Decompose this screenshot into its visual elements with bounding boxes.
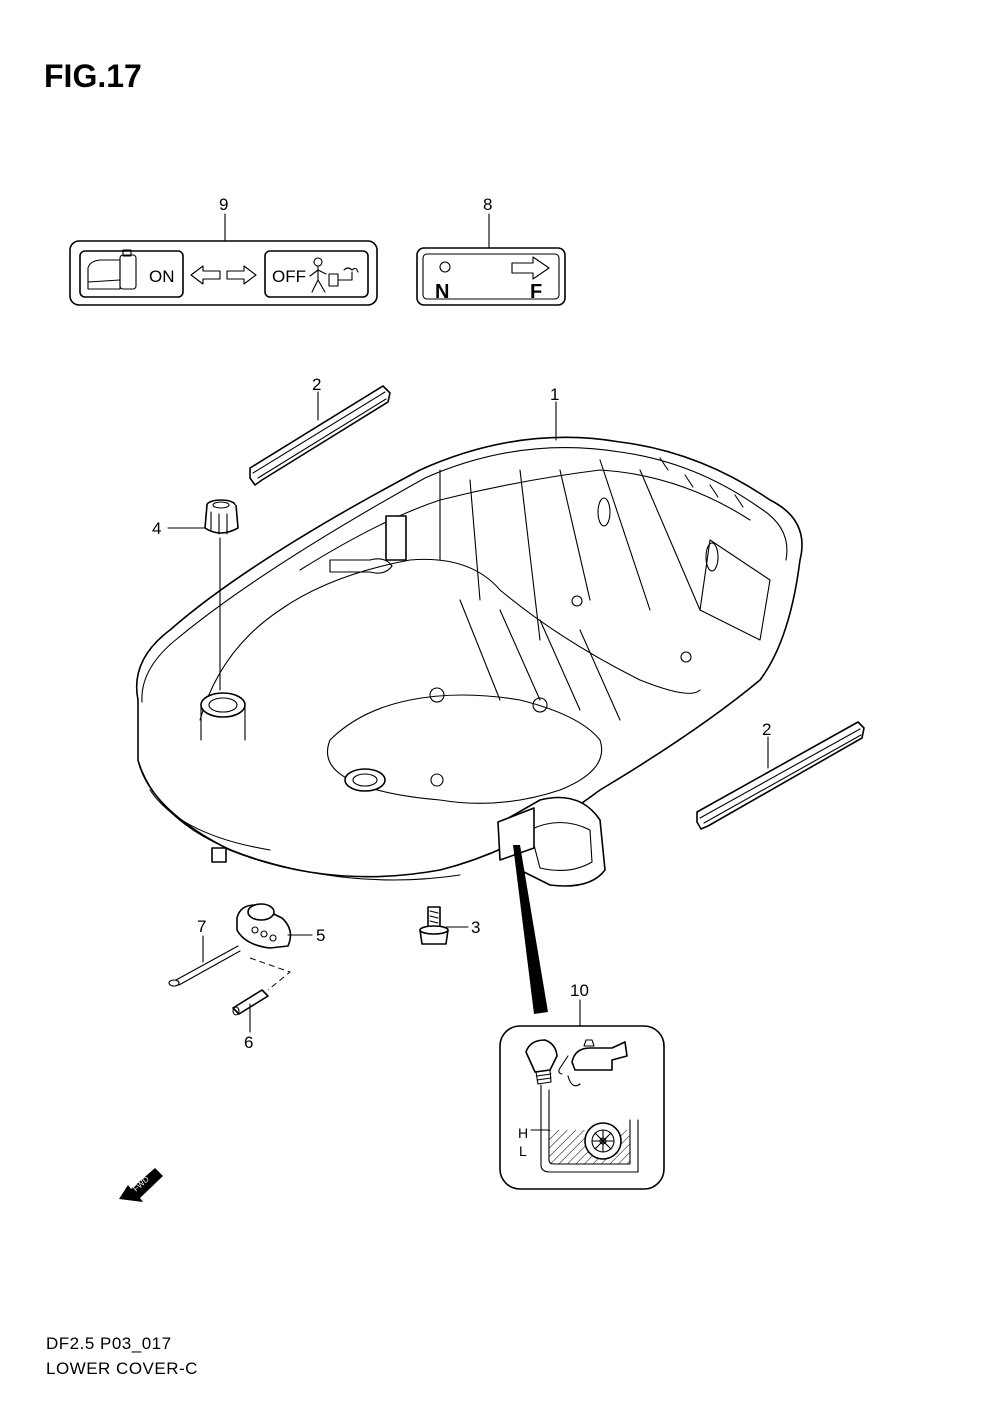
callout-4: 4: [152, 519, 161, 538]
label8-f-text: F: [530, 281, 542, 303]
forward-arrow-icon: [511, 256, 550, 280]
assembly-dashed-line: [249, 957, 292, 991]
person-walking-icon: [309, 257, 359, 293]
callout-6: 6: [244, 1033, 253, 1052]
callout-3: 3: [471, 918, 480, 937]
fuel-tank-icon: [87, 249, 137, 290]
pointer-wedge: [513, 845, 548, 1014]
callout-10: 10: [570, 981, 589, 1000]
label10-h-text: H: [518, 1125, 528, 1141]
part-8-neutral-forward-label: N F: [416, 247, 566, 306]
section-name: LOWER COVER-C: [46, 1359, 198, 1378]
callout-8: 8: [483, 195, 492, 214]
double-arrow-icon: [190, 265, 257, 285]
label9-on-text: ON: [149, 267, 175, 286]
callout-1: 1: [550, 385, 559, 404]
part-4-grommet: [204, 499, 239, 535]
label10-l-text: L: [519, 1143, 527, 1159]
part-2-seal-strip-upper: [249, 385, 391, 486]
label9-off-text: OFF: [272, 267, 306, 286]
part-10-oil-level-label: H L: [499, 1025, 665, 1190]
callout-5: 5: [316, 926, 325, 945]
part-3-bolt: [419, 906, 449, 945]
part-2-seal-strip-lower: [696, 721, 865, 830]
callout-7: 7: [197, 917, 206, 936]
model-code: DF2.5 P03_017: [46, 1334, 172, 1353]
figure-title: FIG.17: [44, 58, 142, 94]
callout-2-upper: 2: [312, 375, 321, 394]
callout-9: 9: [219, 195, 228, 214]
label8-n-text: N: [435, 281, 449, 303]
part-6-pin: [232, 989, 269, 1016]
callout-2-lower: 2: [762, 720, 771, 739]
part-5-clip: [236, 903, 292, 949]
part-9-on-off-label: ON OFF: [69, 240, 378, 306]
part-7-cotter-pin: [168, 945, 241, 987]
part-1-lower-cover: [135, 436, 803, 887]
fwd-direction-arrow: FWD: [119, 1168, 163, 1202]
